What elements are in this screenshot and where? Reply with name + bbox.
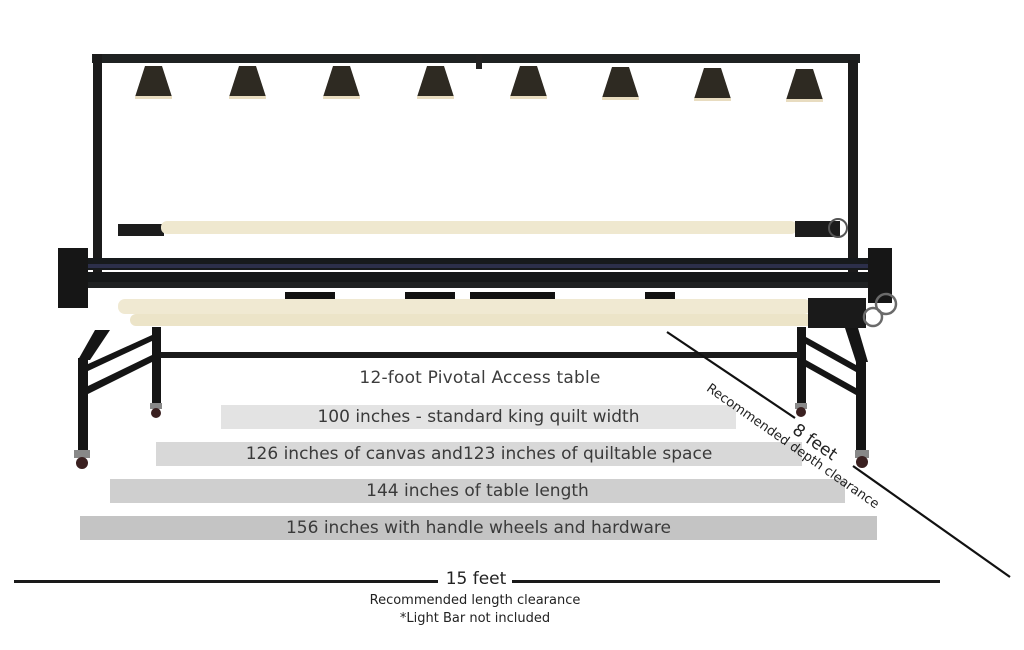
length-clearance-line-right [512,580,940,583]
measurement-bar-label: 156 inches with handle wheels and hardwa… [285,518,672,538]
product-title: 12-foot Pivotal Access table [359,368,601,388]
measurement-bar-label: 100 inches - standard king quilt width [317,407,640,427]
light-bar-note: *Light Bar not included [399,611,551,626]
length-clearance-label: Recommended length clearance [369,593,581,608]
lamp-icon [135,66,172,99]
measurement-bar-canvas-space: 126 inches of canvas and123 inches of qu… [156,442,802,466]
measurement-bar-label: 144 inches of table length [366,481,589,501]
lamp-icon [510,66,547,99]
measurement-bar-king-quilt-width: 100 inches - standard king quilt width [221,405,736,429]
depth-clearance-line [666,331,1011,578]
lamp-icon [602,67,639,100]
top-roller [118,218,848,238]
lamp-icon [229,66,266,99]
lower-rollers [118,298,866,328]
measurement-bar-table-length: 144 inches of table length [110,479,845,503]
lamp-icon [694,68,731,101]
length-clearance-value: 15 feet [445,569,507,589]
measurement-bar-with-hardware: 156 inches with handle wheels and hardwa… [80,516,877,540]
table-rails [58,248,892,308]
caster-wheels [74,403,869,469]
light-bar-frame [92,54,860,275]
length-clearance-line-left [14,580,438,583]
lamp-shades [135,66,823,102]
lamp-icon [417,66,454,99]
measurement-bar-label: 126 inches of canvas and123 inches of qu… [245,444,713,464]
handle-wheels [862,292,898,328]
lamp-icon [786,69,823,102]
table-legs [78,327,868,453]
lamp-icon [323,66,360,99]
